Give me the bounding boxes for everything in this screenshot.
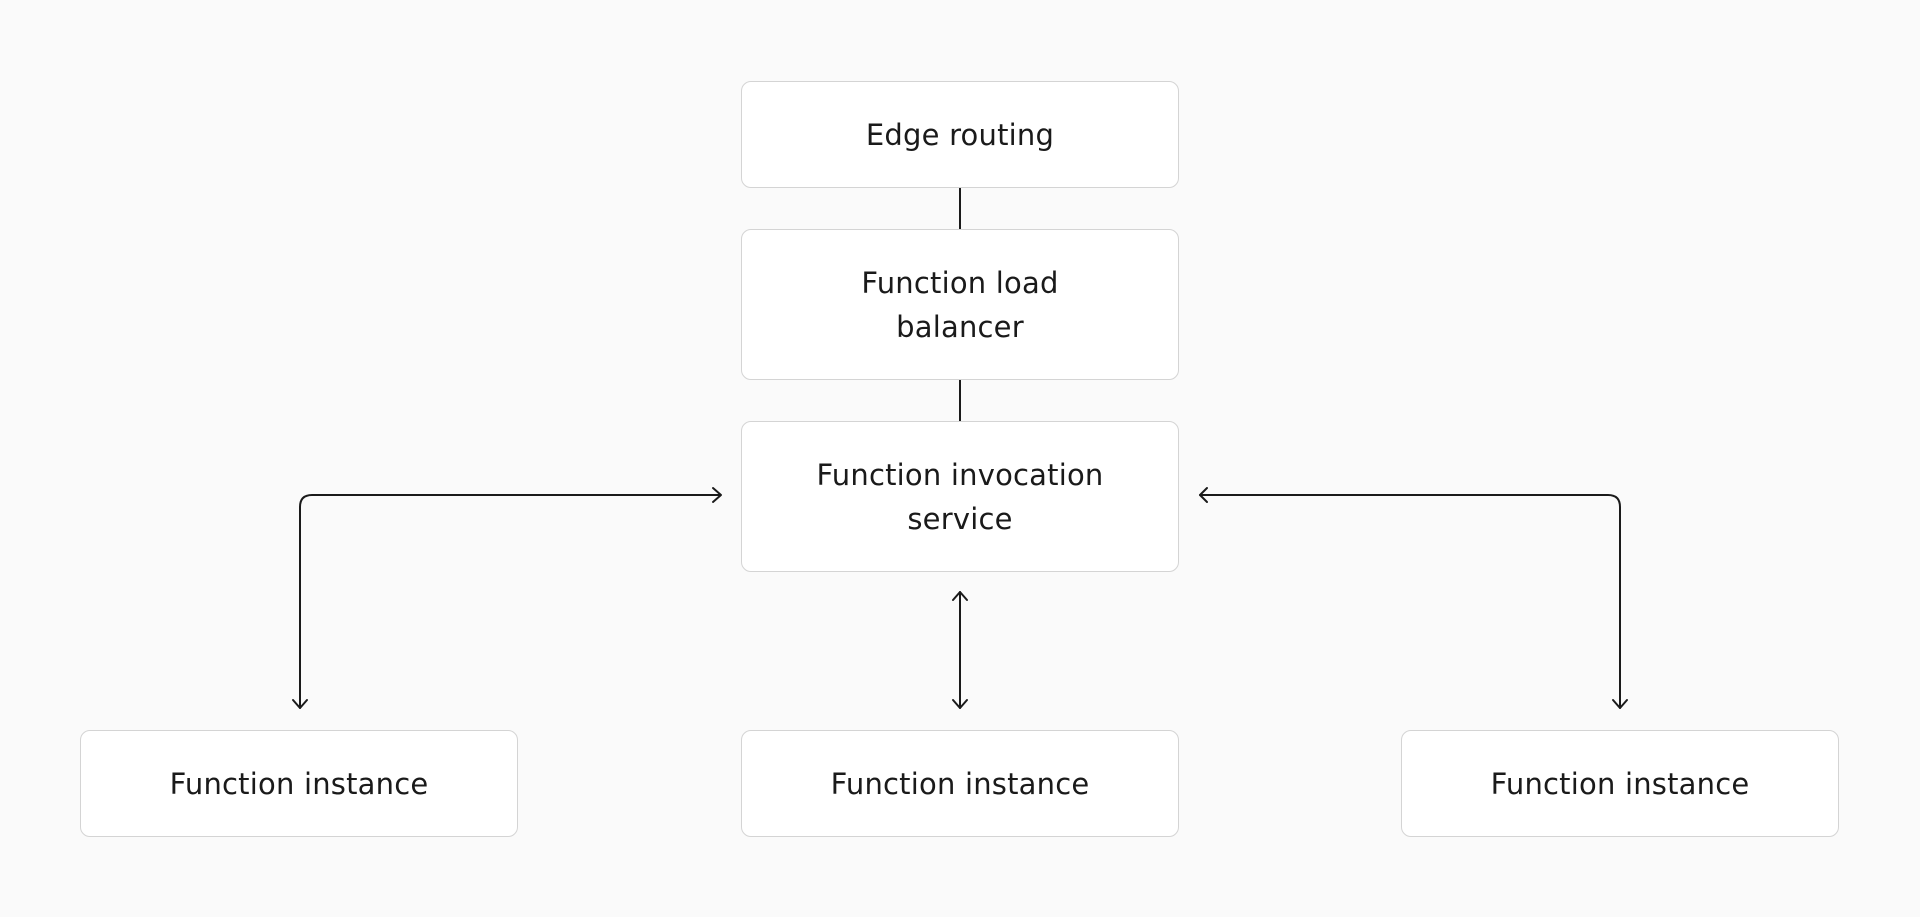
node-label: Function instance [830,766,1090,801]
connector-invocation-to-instance-left [299,494,721,709]
arrowhead-right-bottom [1612,699,1628,709]
node-label: Edge routing [865,117,1055,152]
arrowhead-middle-top [952,591,968,601]
arrowhead-middle-bottom [952,699,968,709]
node-label: Function instance [169,766,429,801]
node-label: Function invocation service [816,457,1104,536]
node-function-instance-middle: Function instance [741,730,1179,837]
arrowhead-right-top [1199,487,1208,503]
node-label: Function load balancer [861,265,1059,344]
node-function-invocation-service: Function invocation service [741,421,1179,572]
node-edge-routing: Edge routing [741,81,1179,188]
node-function-instance-right: Function instance [1401,730,1839,837]
connector-invocation-to-instance-right [1199,494,1621,709]
node-function-load-balancer: Function load balancer [741,229,1179,380]
arrowhead-left-bottom [292,699,308,709]
arrowhead-left-top [712,487,722,503]
node-function-instance-left: Function instance [80,730,518,837]
node-label: Function instance [1490,766,1750,801]
